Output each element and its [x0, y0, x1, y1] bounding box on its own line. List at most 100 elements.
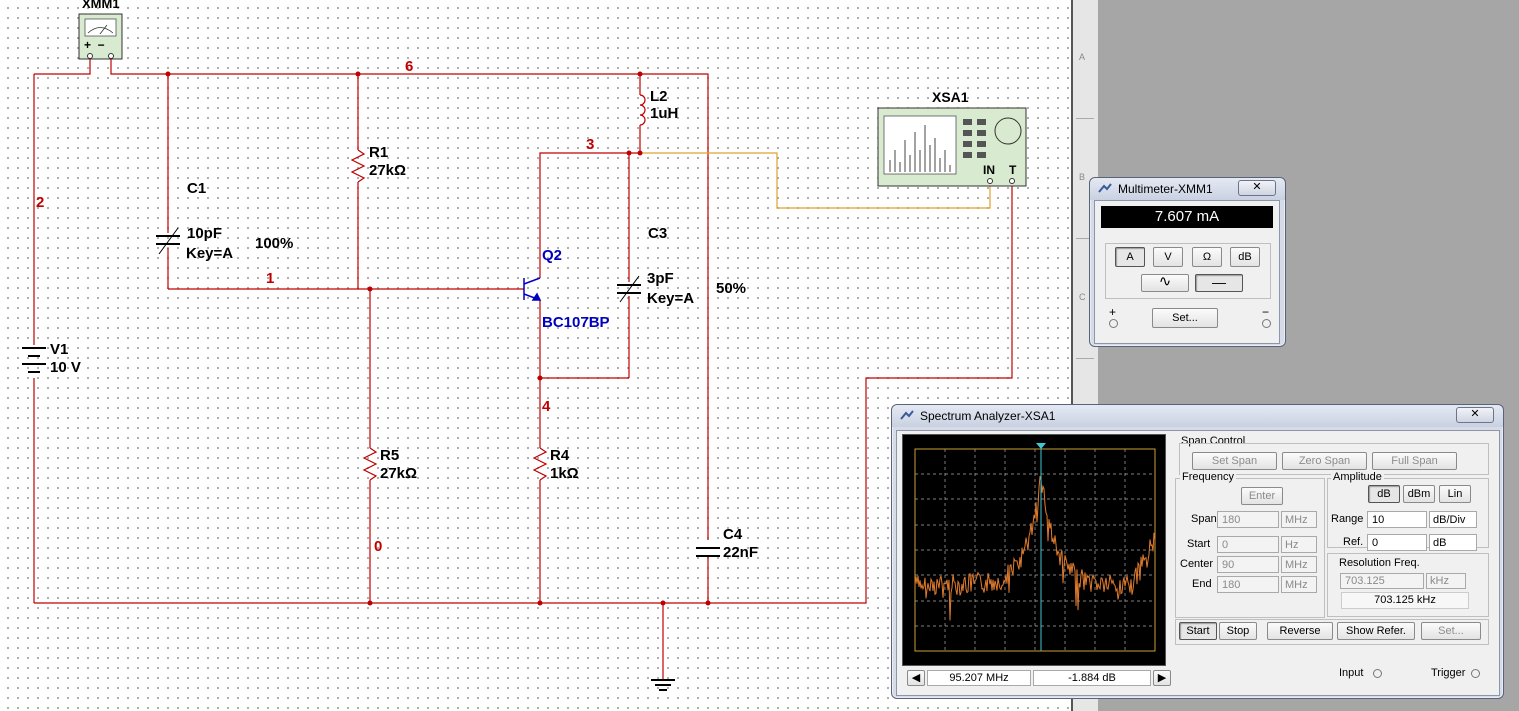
- trigger-terminal-label: Trigger: [1431, 667, 1466, 679]
- ref-input[interactable]: 0: [1367, 534, 1427, 551]
- cursor-left-arrow-icon[interactable]: ◀: [907, 670, 925, 686]
- start-unit[interactable]: Hz: [1281, 536, 1317, 553]
- net-label-2: 2: [36, 194, 45, 211]
- reverse-button[interactable]: Reverse: [1267, 622, 1333, 640]
- spectrum-analyzer-window[interactable]: Spectrum Analyzer-XSA1 ✕: [891, 404, 1504, 699]
- start-label: Start: [1187, 538, 1211, 550]
- range-unit[interactable]: dB/Div: [1429, 511, 1477, 528]
- resolution-unit[interactable]: kHz: [1426, 573, 1466, 589]
- mode-ammeter-button[interactable]: A: [1115, 247, 1145, 267]
- c1-name: C1: [187, 180, 207, 197]
- net-label-6: 6: [405, 58, 414, 75]
- c3-value: 3pF: [647, 270, 674, 287]
- span-unit[interactable]: MHz: [1281, 511, 1317, 528]
- q2-model: BC107BP: [542, 314, 610, 331]
- c3-percent: 50%: [716, 280, 747, 297]
- ruler-tick: [1076, 358, 1094, 359]
- cursor-right-arrow-icon[interactable]: ▶: [1153, 670, 1171, 686]
- instrument-icon: [1098, 183, 1112, 193]
- cursor-frequency-readout: 95.207 MHz: [927, 670, 1031, 686]
- spectrum-plot: [914, 443, 1156, 652]
- dc-button[interactable]: —: [1195, 274, 1243, 292]
- spectrum-screen[interactable]: [902, 434, 1166, 666]
- spectrum-panel: ◀ 95.207 MHz -1.884 dB ▶ Span Control Se…: [896, 430, 1500, 696]
- minus-terminal-icon: [1262, 319, 1271, 328]
- r5-value: 27kΩ: [380, 465, 418, 482]
- plus-terminal-label: +: [1109, 305, 1117, 319]
- span-input[interactable]: 180: [1217, 511, 1279, 528]
- spectrum-titlebar[interactable]: Spectrum Analyzer-XSA1 ✕: [892, 405, 1503, 427]
- close-button[interactable]: ✕: [1456, 407, 1494, 423]
- mode-ohmmeter-button[interactable]: Ω: [1192, 247, 1222, 267]
- minus-terminal-label: −: [1262, 305, 1270, 319]
- instrument-icon: [900, 410, 914, 420]
- start-input[interactable]: 0: [1217, 536, 1279, 553]
- spectrum-title: Spectrum Analyzer-XSA1: [920, 409, 1056, 423]
- amplitude-dbm-button[interactable]: dBm: [1403, 485, 1435, 503]
- end-input[interactable]: 180: [1217, 576, 1279, 593]
- c1-key: Key=A: [186, 245, 234, 262]
- amplitude-title: Amplitude: [1331, 471, 1384, 483]
- enter-button[interactable]: Enter: [1241, 487, 1283, 505]
- zero-span-button[interactable]: Zero Span: [1282, 452, 1367, 470]
- ruler-label-c: C: [1079, 292, 1086, 302]
- ruler-label-b: B: [1079, 172, 1086, 182]
- net-label-1: 1: [266, 270, 275, 287]
- r5-name: R5: [380, 447, 400, 464]
- xmm1-label: XMM1: [82, 0, 120, 11]
- resolution-title: Resolution Freq.: [1339, 557, 1420, 569]
- range-input[interactable]: 10: [1367, 511, 1427, 528]
- ruler-tick: [1076, 118, 1094, 119]
- ac-button[interactable]: ∿: [1141, 274, 1189, 292]
- amplitude-lin-button[interactable]: Lin: [1439, 485, 1471, 503]
- set-button[interactable]: Set...: [1152, 308, 1218, 328]
- c4-name: C4: [723, 526, 743, 543]
- multimeter-display: 7.607 mA: [1101, 206, 1273, 228]
- schematic-wires: [22, 13, 1027, 691]
- set-span-button[interactable]: Set Span: [1192, 452, 1277, 470]
- close-button[interactable]: ✕: [1238, 180, 1276, 196]
- input-terminal-icon: [1373, 669, 1382, 678]
- xmm1-plus-minus: + −: [84, 38, 105, 52]
- full-span-button[interactable]: Full Span: [1372, 452, 1457, 470]
- center-input[interactable]: 90: [1217, 556, 1279, 573]
- frequency-group: [1175, 478, 1325, 618]
- multimeter-titlebar[interactable]: Multimeter-XMM1 ✕: [1090, 178, 1285, 200]
- mode-db-button[interactable]: dB: [1230, 247, 1260, 267]
- resolution-group: [1327, 553, 1489, 617]
- c3-key: Key=A: [647, 290, 695, 307]
- net-label-3: 3: [586, 136, 595, 153]
- multimeter-panel: 7.607 mA A V Ω dB ∿ — + − Set...: [1094, 200, 1280, 344]
- center-unit[interactable]: MHz: [1281, 556, 1317, 573]
- input-terminal-label: Input: [1339, 667, 1364, 679]
- mode-voltmeter-button[interactable]: V: [1153, 247, 1183, 267]
- r1-name: R1: [369, 144, 389, 161]
- c3-name: C3: [648, 225, 668, 242]
- ref-unit[interactable]: dB: [1429, 534, 1477, 551]
- start-button[interactable]: Start: [1179, 622, 1217, 640]
- mode-group: [1105, 243, 1271, 299]
- v1-value: 10 V: [50, 359, 81, 376]
- show-refer-button[interactable]: Show Refer.: [1337, 622, 1415, 640]
- stop-button[interactable]: Stop: [1219, 622, 1257, 640]
- resolution-readout: 703.125 kHz: [1341, 592, 1469, 609]
- cursor-amplitude-readout: -1.884 dB: [1033, 670, 1151, 686]
- q2-name: Q2: [542, 247, 563, 264]
- center-label: Center: [1180, 558, 1214, 570]
- end-unit[interactable]: MHz: [1281, 576, 1317, 593]
- span-control-title: Span Control: [1179, 435, 1248, 447]
- multimeter-title: Multimeter-XMM1: [1118, 182, 1213, 196]
- r1-value: 27kΩ: [369, 162, 407, 179]
- net-label-0: 0: [374, 538, 383, 555]
- amplitude-db-button[interactable]: dB: [1368, 485, 1400, 503]
- c1-value: 10pF: [187, 225, 223, 242]
- range-label: Range: [1331, 513, 1364, 525]
- trigger-terminal-icon: [1471, 669, 1480, 678]
- resolution-input[interactable]: 703.125: [1340, 573, 1424, 589]
- net-label-4: 4: [542, 398, 551, 415]
- multimeter-window[interactable]: Multimeter-XMM1 ✕ 7.607 mA A V Ω dB ∿ — …: [1089, 177, 1286, 347]
- xsa1-label: XSA1: [932, 89, 969, 105]
- settings-button[interactable]: Set...: [1421, 622, 1481, 640]
- r4-value: 1kΩ: [550, 465, 579, 482]
- v1-name: V1: [50, 341, 69, 358]
